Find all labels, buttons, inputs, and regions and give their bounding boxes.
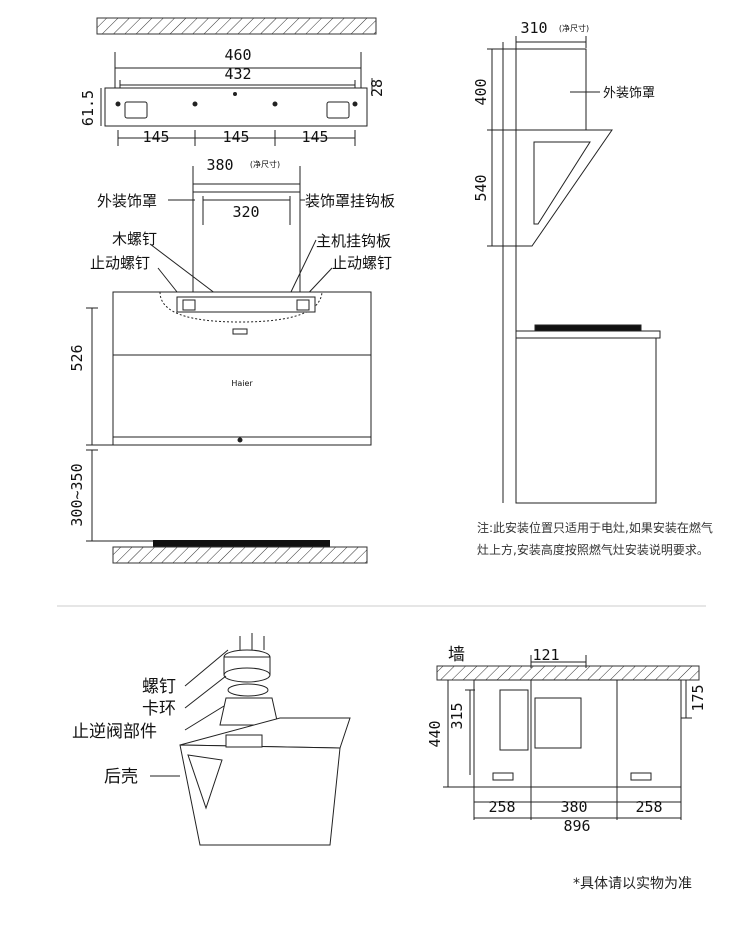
dim-896: 896 — [563, 817, 590, 835]
dim-258-b: 258 — [635, 798, 662, 816]
dim-432: 432 — [224, 65, 251, 83]
label-stop-screw-right: 止动螺钉 — [332, 254, 392, 272]
dim-145-b: 145 — [222, 128, 249, 146]
label-outer-cover-front: 外装饰罩 — [97, 192, 157, 210]
wall-hatch — [436, 665, 700, 681]
dim-315: 315 — [448, 702, 466, 729]
ceiling-hatch — [96, 17, 377, 35]
label-clip: 卡环 — [142, 699, 176, 719]
brand-logo: Haier — [231, 379, 253, 388]
label-cover-bracket: 装饰罩挂钩板 — [305, 192, 395, 210]
front-height-dims — [86, 307, 153, 542]
dim-526: 526 — [68, 344, 86, 371]
dim-61-5: 61.5 — [79, 90, 97, 126]
dim-380-front: 380 — [206, 156, 233, 174]
dim-400: 400 — [472, 78, 490, 105]
top-plate-view — [100, 52, 373, 146]
label-wood-screw: 木螺钉 — [112, 230, 157, 248]
label-shell: 后壳 — [104, 767, 138, 787]
side-view — [487, 36, 661, 504]
dim-175: 175 — [689, 684, 707, 711]
dim-28: 28 — [368, 79, 386, 97]
dim-310-note: (净尺寸) — [559, 23, 589, 33]
label-wall: 墙 — [448, 645, 465, 665]
dim-121: 121 — [532, 646, 559, 664]
dim-258-a: 258 — [488, 798, 515, 816]
installation-note: 注:此安装位置只适用于电灶,如果安装在燃气灶上方,安装高度按照燃气灶安装说明要求… — [477, 521, 713, 557]
label-stop-screw-left: 止动螺钉 — [90, 254, 150, 272]
leader-lines-exploded — [150, 649, 229, 777]
cooktop-floor — [112, 540, 368, 564]
range-hood-front — [112, 291, 372, 446]
dim-300-350: 300~350 — [68, 463, 86, 526]
footnote: *具体请以实物为准 — [573, 876, 692, 892]
label-main-bracket: 主机挂钩板 — [316, 232, 391, 250]
dim-380-bottom: 380 — [560, 798, 587, 816]
label-screw: 螺钉 — [142, 677, 176, 697]
dim-145-a: 145 — [142, 128, 169, 146]
label-outer-cover-side: 外装饰罩 — [603, 86, 655, 101]
front-view-dims — [192, 166, 301, 292]
dim-145-c: 145 — [301, 128, 328, 146]
dim-380-note: (净尺寸) — [250, 159, 280, 169]
top-install-view — [443, 655, 692, 820]
dim-320: 320 — [232, 203, 259, 221]
dim-540: 540 — [472, 174, 490, 201]
label-valve: 止逆阀部件 — [72, 722, 157, 742]
exploded-view — [179, 633, 351, 846]
dim-460: 460 — [224, 46, 251, 64]
dim-310: 310 — [520, 19, 547, 37]
dim-440: 440 — [426, 720, 444, 747]
